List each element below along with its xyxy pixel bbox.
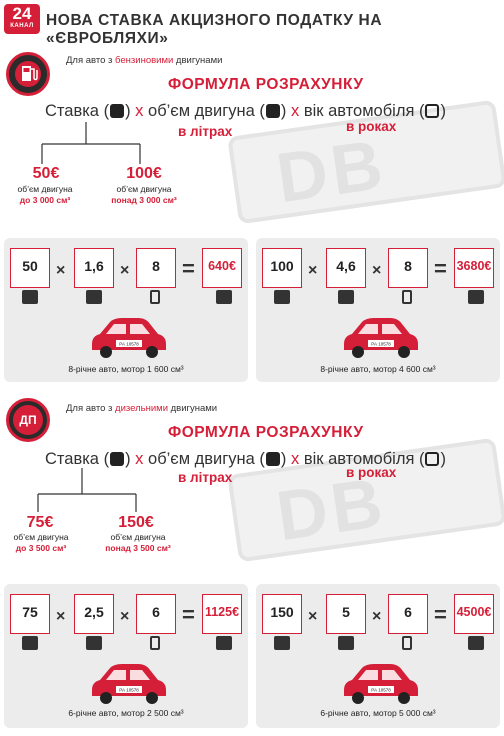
money-icon <box>110 452 125 466</box>
years-subtitle: в роках <box>346 465 397 480</box>
litres-subtitle: в літрах <box>178 124 233 139</box>
equals-sign: = <box>182 602 195 627</box>
licence-plate: РА 10578 <box>119 342 139 347</box>
rate-value: 150€ <box>118 514 154 531</box>
hourglass-icon <box>425 452 440 466</box>
age-box: 8 <box>136 248 176 288</box>
car-icon: РА 10578 <box>92 318 166 358</box>
times-sign: × <box>56 262 66 279</box>
example-card: 150 × 5 × 6 = 4500€ РА 10578 6-річне авт… <box>256 584 500 728</box>
money-icon <box>110 104 125 118</box>
volume-box: 4,6 <box>326 248 366 288</box>
rate-value: 50€ <box>32 165 60 182</box>
money-icon <box>274 636 290 650</box>
car-icon: РА 10578 <box>344 664 418 704</box>
rate-box: 50 <box>10 248 50 288</box>
equals-sign: = <box>434 602 447 627</box>
times-sign: × <box>372 608 382 625</box>
engine-icon <box>86 636 102 650</box>
formula-line: Ставка () x об’єм двигуна () x вік автом… <box>45 450 446 468</box>
coins-percent-icon <box>216 290 232 304</box>
hourglass-icon <box>425 104 440 118</box>
money-icon <box>22 636 38 650</box>
engine-icon <box>265 452 280 466</box>
times-sign: × <box>372 262 382 279</box>
engine-icon <box>86 290 102 304</box>
volume-box: 2,5 <box>74 594 114 634</box>
rate-box: 150 <box>262 594 302 634</box>
example-caption: 8-річне авто, мотор 4 600 см³ <box>320 364 436 374</box>
example-card: 75 × 2,5 × 6 = 1125€ РА 10578 6-річне ав… <box>4 584 248 728</box>
years-subtitle: в роках <box>346 119 397 134</box>
diesel-icon: ДП <box>6 398 50 442</box>
formula-line: Ставка () x об’єм двигуна () x вік автом… <box>45 102 446 120</box>
licence-plate: РА 10578 <box>371 688 391 693</box>
example-caption: 8-річне авто, мотор 1 600 см³ <box>68 364 184 374</box>
rate-value: 75€ <box>26 514 54 531</box>
times-sign: × <box>120 262 130 279</box>
engine-icon <box>265 104 280 118</box>
hourglass-icon <box>150 636 160 650</box>
result-box: 3680€ <box>454 248 494 288</box>
volume-box: 5 <box>326 594 366 634</box>
car-icon: РА 10578 <box>92 664 166 704</box>
times-sign: × <box>120 608 130 625</box>
hourglass-icon <box>402 636 412 650</box>
rate-box: 100 <box>262 248 302 288</box>
example-card: 50 × 1,6 × 8 = 640€ РА 10578 8-річне авт… <box>4 238 248 382</box>
money-icon <box>274 290 290 304</box>
coins-percent-icon <box>468 636 484 650</box>
times-sign: × <box>308 262 318 279</box>
rate-branch-lines <box>37 468 137 512</box>
car-icon: РА 10578 <box>344 318 418 358</box>
petrol-intro: Для авто з бензиновими двигунами <box>66 55 223 66</box>
coins-percent-icon <box>468 290 484 304</box>
age-box: 6 <box>388 594 428 634</box>
coins-percent-icon <box>216 636 232 650</box>
rate-branch-lines <box>41 122 141 164</box>
times-sign: × <box>308 608 318 625</box>
rate-box: 75 <box>10 594 50 634</box>
page-title: НОВА СТАВКА АКЦИЗНОГО ПОДАТКУ НА «ЄВРОБЛ… <box>46 12 383 47</box>
example-caption: 6-річне авто, мотор 5 000 см³ <box>320 708 436 718</box>
formula-title: ФОРМУЛА РОЗРАХУНКУ <box>168 424 364 441</box>
engine-icon <box>338 290 354 304</box>
result-box: 640€ <box>202 248 242 288</box>
times-sign: × <box>56 608 66 625</box>
age-box: 6 <box>136 594 176 634</box>
rate-value: 100€ <box>126 165 162 182</box>
result-box: 4500€ <box>454 594 494 634</box>
engine-icon <box>338 636 354 650</box>
age-box: 8 <box>388 248 428 288</box>
volume-box: 1,6 <box>74 248 114 288</box>
equals-sign: = <box>434 256 447 281</box>
example-caption: 6-річне авто, мотор 2 500 см³ <box>68 708 184 718</box>
money-icon <box>22 290 38 304</box>
result-box: 1125€ <box>202 594 242 634</box>
example-card: 100 × 4,6 × 8 = 3680€ РА 10578 8-річне а… <box>256 238 500 382</box>
licence-plate: РА 10578 <box>371 342 391 347</box>
hourglass-icon <box>150 290 160 304</box>
hourglass-icon <box>402 290 412 304</box>
litres-subtitle: в літрах <box>178 470 233 485</box>
diesel-intro: Для авто з дизельними двигунами <box>66 403 218 414</box>
formula-title: ФОРМУЛА РОЗРАХУНКУ <box>168 76 364 93</box>
fuel-pump-icon <box>6 52 50 96</box>
equals-sign: = <box>182 256 195 281</box>
licence-plate: РА 10578 <box>119 688 139 693</box>
